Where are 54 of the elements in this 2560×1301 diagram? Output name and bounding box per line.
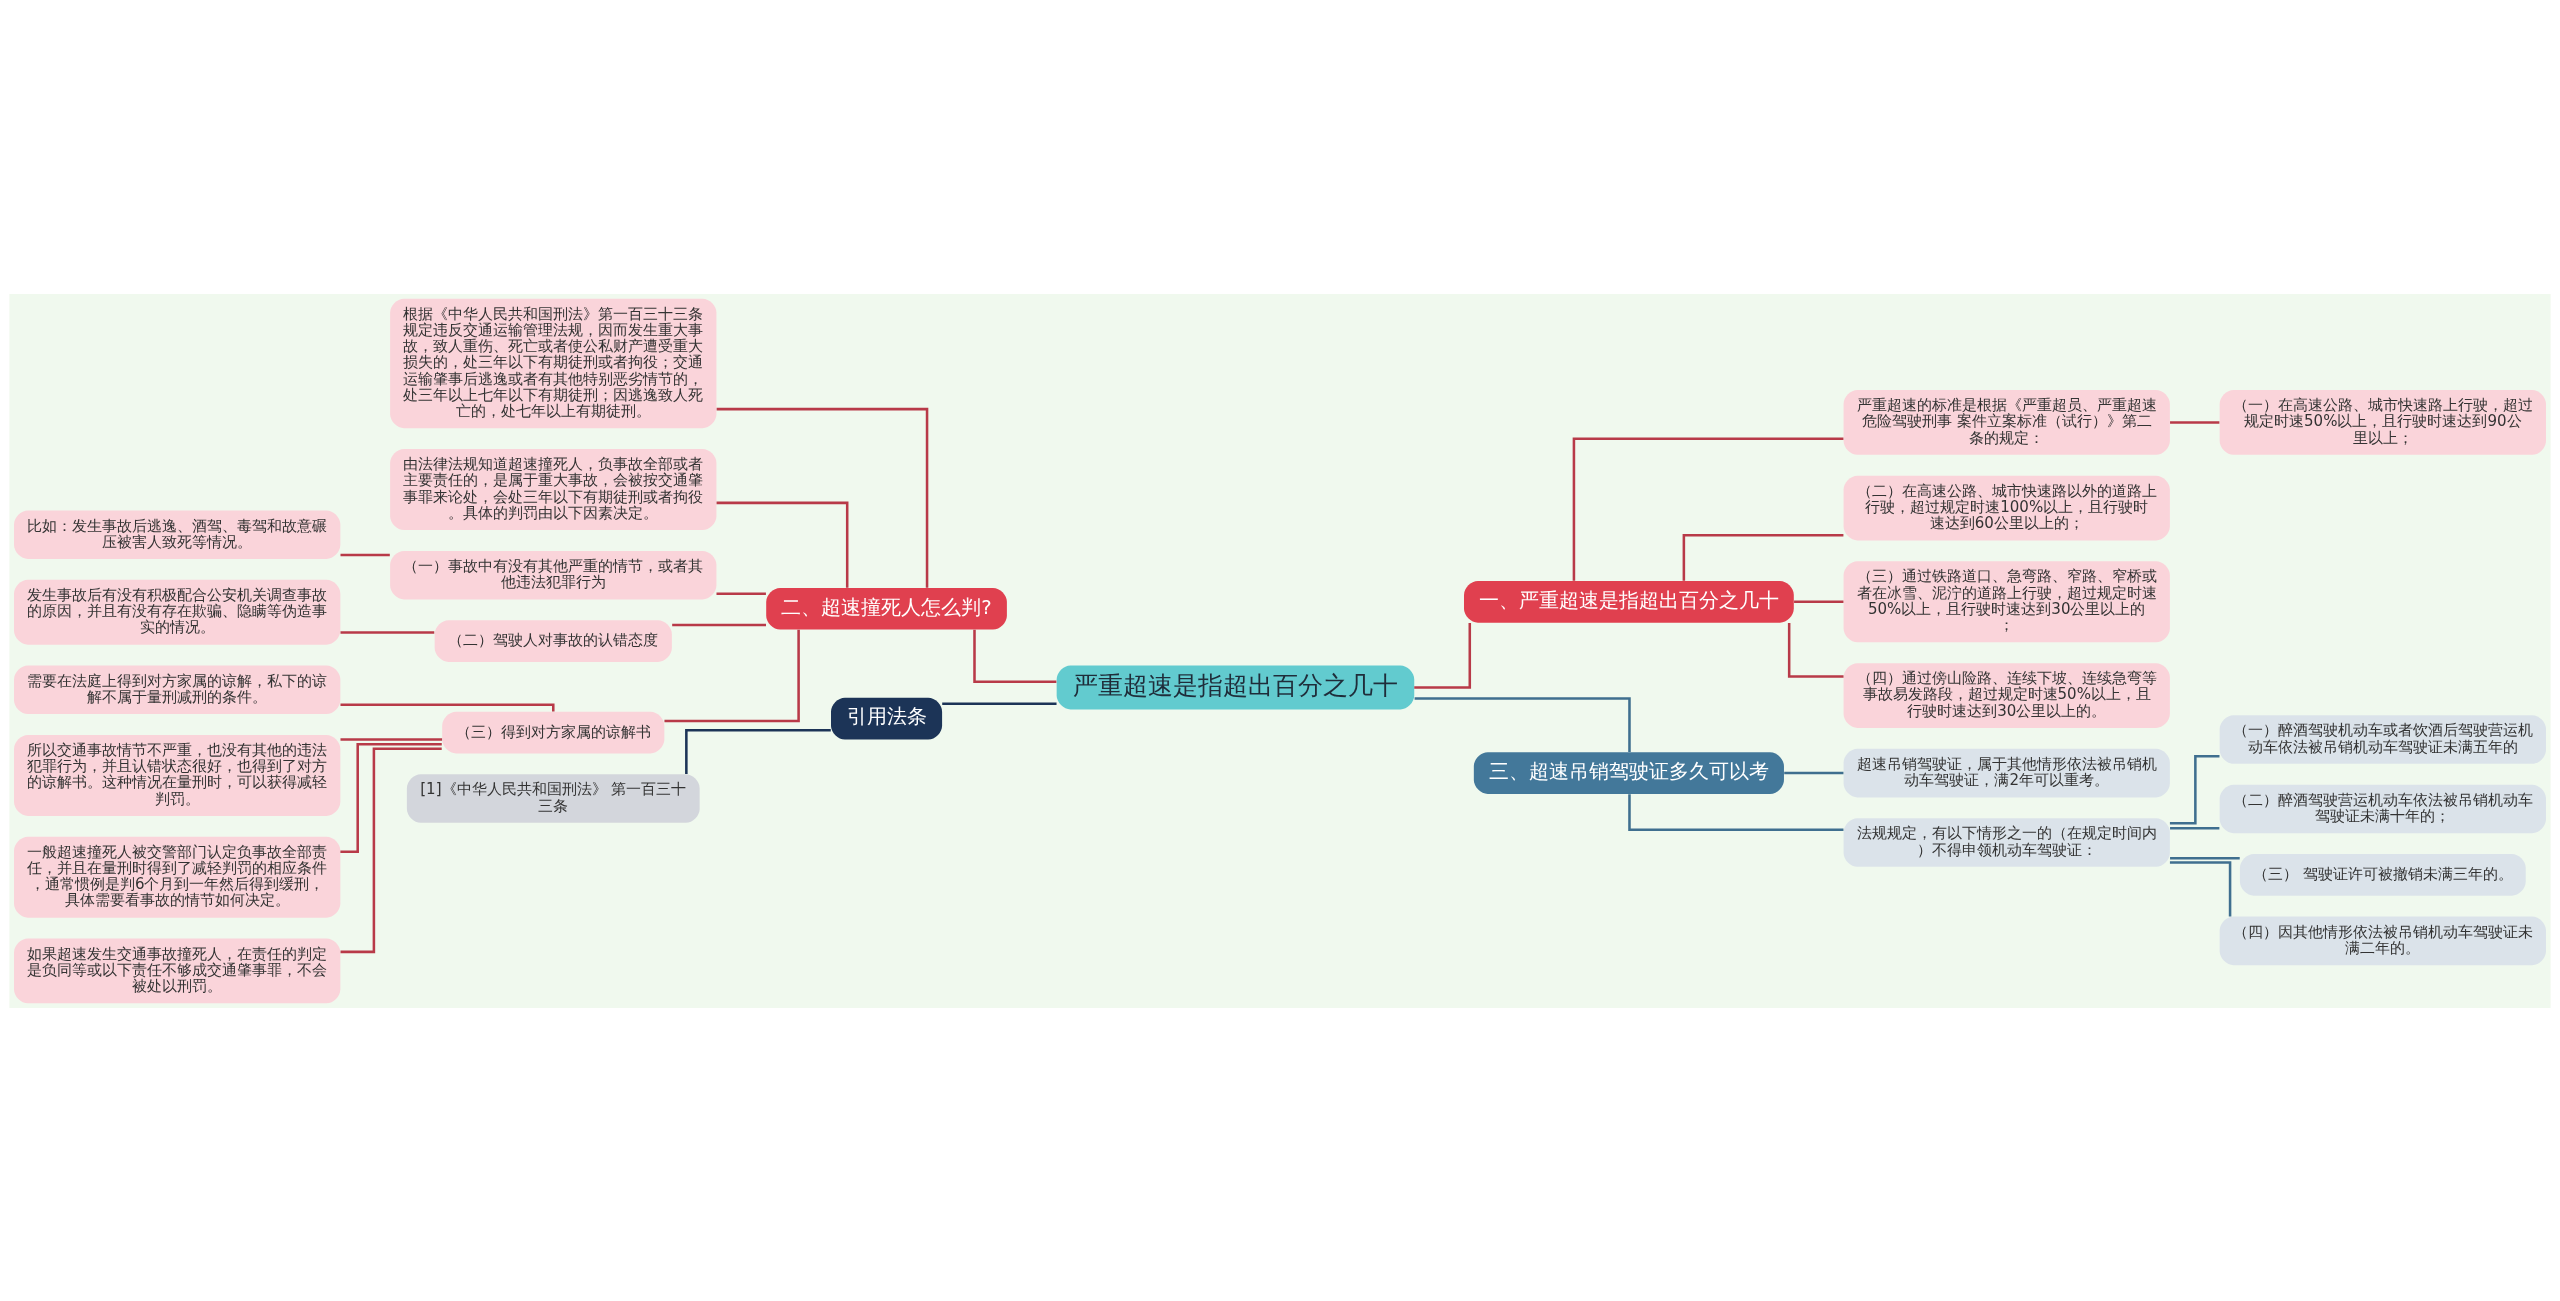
connector: [1628, 793, 1844, 831]
node-box: 需要在法庭上得到对方家属的谅解，私下的谅解不属于量刑减刑的条件。: [14, 664, 341, 714]
node-box: 根据《中华人民共和国刑法》第一百三十三条规定违反交通运输管理法规，因而发生重大事故，致人重伤、死亡或者使公私财产遭受重大损失的，处三年以下有期徒刑或者拘役；交通运输肇事后逃逸或者有其他特别恶劣情节的，处三年以上七年以下有期徒刑；因逃逸致人死亡的，处七年以上有期徒刑。: [390, 298, 717, 428]
node-box: 三、超速吊销驾驶证多久可以考: [1473, 751, 1784, 794]
node-box: （二）在高速公路、城市快速路以外的道路上行驶，超过规定时速100%以上，且行驶时速达到60公里以上的；: [1843, 475, 2170, 540]
node-box: 所以交通事故情节不严重，也没有其他的违法犯罪行为，并且认错状态很好，也得到了对方的谅解书。这种情况在量刑时，可以获得减轻判罚。: [14, 734, 341, 816]
node-box: （一）事故中有没有其他严重的情节，或者其他违法犯罪行为: [390, 550, 717, 599]
connector: [2170, 856, 2240, 860]
connector: [1572, 436, 1844, 581]
connector: [1414, 696, 1631, 752]
node-box: 法规规定，有以下情形之一的（在规定时间内）不得申领机动车驾驶证：: [1843, 817, 2170, 867]
node-box: 引用法条: [831, 697, 943, 740]
connector: [1682, 533, 1844, 581]
connector: [2170, 420, 2220, 424]
node-box: （二）醉酒驾驶营运机动车依法被吊销机动车驾驶证未满十年的；: [2219, 784, 2546, 833]
connector: [340, 737, 443, 741]
connector: [942, 701, 1057, 705]
node-box: 一、严重超速是指超出百分之几十: [1464, 580, 1794, 623]
node-box: （一）醉酒驾驶机动车或者饮酒后驾驶营运机动车依法被吊销机动车驾驶证未满五年的: [2219, 714, 2546, 764]
node-box: （三）通过铁路道口、急弯路、窄路、窄桥或者在冰雪、泥泞的道路上行驶，超过规定时速50%以上，且行驶时速达到30公里以上的；: [1843, 560, 2170, 642]
connector: [716, 591, 766, 595]
connector: [340, 553, 390, 556]
connector: [2169, 754, 2220, 824]
node-box: 严重超速是指超出百分之几十: [1056, 664, 1415, 709]
connector: [1787, 622, 1844, 678]
connector: [1784, 771, 1844, 774]
node-box: 发生事故后有没有积极配合公安机关调查事故的原因，并且有没有存在欺骗、隐瞒等伪造事实的情况。: [14, 579, 341, 645]
connector: [340, 630, 435, 634]
connector: [1794, 600, 1844, 603]
connector: [973, 629, 1057, 683]
node-box: 二、超速撞死人怎么判?: [766, 587, 1007, 630]
node-box: 比如：发生事故后逃逸、酒驾、毒驾和故意碾压被害人致死等情况。: [14, 509, 341, 559]
node-box: 如果超速发生交通事故撞死人，在责任的判定是负同等或以下责任不够成交通肇事罪，不会被处以刑罚。: [14, 938, 341, 1003]
connector: [1414, 622, 1472, 689]
connector: [2169, 860, 2232, 917]
connector: [340, 703, 555, 712]
node-box: （三） 驾驶证许可被撤销未满三年的。: [2239, 853, 2526, 896]
node-box: 超速吊销驾驶证，属于其他情形依法被吊销机动车驾驶证，满2年可以重考。: [1843, 748, 2170, 797]
node-box: （一）在高速公路、城市快速路上行驶，超过规定时速50%以上，且行驶时速达到90公里以上；: [2219, 389, 2546, 455]
node-box: （三）得到对方家属的谅解书: [442, 711, 665, 753]
connector: [716, 407, 929, 588]
connector: [664, 629, 800, 722]
node-box: （四）通过傍山险路、连续下坡、连续急弯等事故易发路段，超过规定时速50%以上，且行驶时速达到30公里以上的。: [1843, 662, 2170, 728]
node-box: 严重超速的标准是根据《严重超员、严重超速危险驾驶刑事 案件立案标准（试行）》第二条的规定：: [1843, 389, 2170, 455]
connector: [340, 742, 442, 853]
node-box: [1]《中华人民共和国刑法》 第一百三十三条: [406, 773, 700, 823]
connector: [672, 623, 766, 626]
connector: [716, 501, 849, 588]
node-box: （二）驾驶人对事故的认错态度: [434, 619, 672, 662]
node-box: 由法律法规知道超速撞死人，负事故全部或者主要责任的，是属于重大事故，会被按交通肇事罪来论处，会处三年以下有期徒刑或者拘役。具体的判罚由以下因素决定。: [390, 448, 717, 530]
connector: [685, 728, 831, 774]
connector: [2170, 826, 2220, 830]
node-box: （四）因其他情形依法被吊销机动车驾驶证未满二年的。: [2219, 916, 2546, 965]
node-box: 一般超速撞死人被交警部门认定负事故全部责任，并且在量刑时得到了减轻判罚的相应条件，通常惯例是判6个月到一年然后得到缓刑，具体需要看事故的情节如何决定。: [14, 836, 341, 918]
